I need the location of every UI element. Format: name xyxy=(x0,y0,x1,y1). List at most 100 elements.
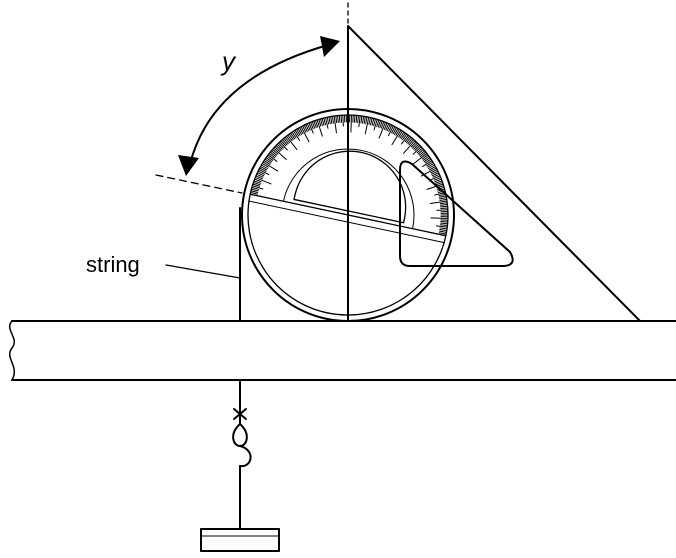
protractor-tick xyxy=(265,157,273,163)
protractor-tick xyxy=(364,116,370,135)
protractor xyxy=(247,114,449,316)
protractor-tick xyxy=(424,158,432,164)
protractor-tick xyxy=(412,142,418,149)
protractor-tick xyxy=(259,167,267,172)
protractor-tick xyxy=(273,147,287,160)
protractor-tick xyxy=(416,147,423,154)
protractor-tick xyxy=(283,137,289,145)
protractor-centre-window xyxy=(293,150,407,224)
protractor-tick xyxy=(439,227,448,230)
protractor-tick xyxy=(254,178,262,183)
angle-y-arc xyxy=(189,44,329,165)
protractor-tick xyxy=(440,211,449,213)
protractor-tick xyxy=(422,160,433,168)
protractor-tick xyxy=(355,114,358,123)
protractor-tick xyxy=(391,129,402,146)
protractor-tick xyxy=(440,212,449,214)
protractor-tick xyxy=(412,146,422,155)
protractor-tick xyxy=(357,115,359,124)
protractor-tick xyxy=(295,128,301,136)
protractor-tick xyxy=(378,121,386,139)
protractor-tick xyxy=(360,115,363,124)
protractor-tick xyxy=(402,133,408,141)
protractor-tick xyxy=(439,230,447,233)
protractor-tick xyxy=(432,173,440,178)
protractor-tick xyxy=(330,116,333,124)
protractor-tick xyxy=(256,172,265,177)
protractor-tick xyxy=(319,118,323,127)
protractor-tick xyxy=(392,127,397,135)
protractor-tick xyxy=(290,132,296,140)
protractor-tick xyxy=(391,126,396,134)
protractor-tick xyxy=(250,190,259,193)
protractor-tick xyxy=(270,150,278,156)
protractor-tick xyxy=(408,139,415,146)
protractor-tick xyxy=(429,175,441,181)
protractor-tick xyxy=(362,115,365,124)
protractor-tick xyxy=(278,142,284,149)
protractor-tick xyxy=(333,115,337,134)
protractor-tick xyxy=(326,116,330,125)
protractor-tick xyxy=(305,123,310,132)
protractor-tick xyxy=(401,134,409,145)
protractor-tick xyxy=(377,119,382,128)
bench xyxy=(9,320,676,381)
protractor-tick xyxy=(440,219,449,221)
protractor-tick xyxy=(440,205,449,208)
bench-break-line xyxy=(9,320,15,381)
protractor-tick xyxy=(388,124,393,132)
protractor-tick xyxy=(439,198,448,201)
protractor-tick xyxy=(440,214,449,216)
protractor-tick xyxy=(340,114,343,123)
protractor-tick xyxy=(257,170,265,175)
protractor-tick xyxy=(256,173,264,178)
string-label: string xyxy=(86,252,140,277)
protractor-tick xyxy=(371,117,375,126)
angle-y-arrowhead-left xyxy=(178,155,199,176)
protractor-tick xyxy=(398,130,403,138)
protractor-tick xyxy=(318,118,322,127)
protractor-baseline-extension xyxy=(155,174,243,194)
protractor-tick xyxy=(306,123,311,131)
protractor-tick xyxy=(253,180,262,184)
knot xyxy=(233,403,247,425)
protractor-tick xyxy=(358,115,361,128)
protractor-tick xyxy=(394,127,399,135)
protractor-tick xyxy=(403,140,416,154)
set-square xyxy=(347,25,641,322)
protractor-tick xyxy=(440,207,449,210)
protractor-tick xyxy=(254,177,272,185)
protractor-tick xyxy=(314,119,319,128)
protractor-tick xyxy=(436,209,449,211)
protractor-tick xyxy=(422,155,430,161)
protractor-tick xyxy=(379,120,383,129)
protractor-tick xyxy=(438,195,447,198)
protractor-tick xyxy=(431,172,440,177)
protractor-tick xyxy=(344,114,346,123)
protractor-tick xyxy=(370,117,373,126)
protractor-tick xyxy=(418,150,426,156)
protractor-tick xyxy=(311,121,316,129)
protractor-tick xyxy=(428,166,436,171)
protractor-tick xyxy=(406,136,412,144)
protractor-tick xyxy=(435,225,448,228)
protractor-tick xyxy=(310,121,314,130)
protractor-tick xyxy=(426,183,444,190)
protractor-tick xyxy=(386,123,391,132)
protractor-tick xyxy=(429,200,448,204)
protractor-tick xyxy=(323,117,327,126)
protractor-tick xyxy=(266,155,274,161)
angle-y-arrow xyxy=(178,36,340,176)
protractor-tick xyxy=(431,170,439,175)
protractor-tick xyxy=(261,162,269,168)
protractor-tick xyxy=(260,166,268,171)
protractor-tick xyxy=(410,141,417,148)
protractor-tick xyxy=(325,117,329,129)
protractor-tick xyxy=(280,140,287,147)
mass-block xyxy=(200,528,280,552)
protractor-tick xyxy=(368,117,371,125)
protractor-tick xyxy=(413,143,420,150)
protractor-tick xyxy=(337,115,339,124)
protractor-tick xyxy=(439,229,448,232)
protractor-tick xyxy=(260,164,268,169)
